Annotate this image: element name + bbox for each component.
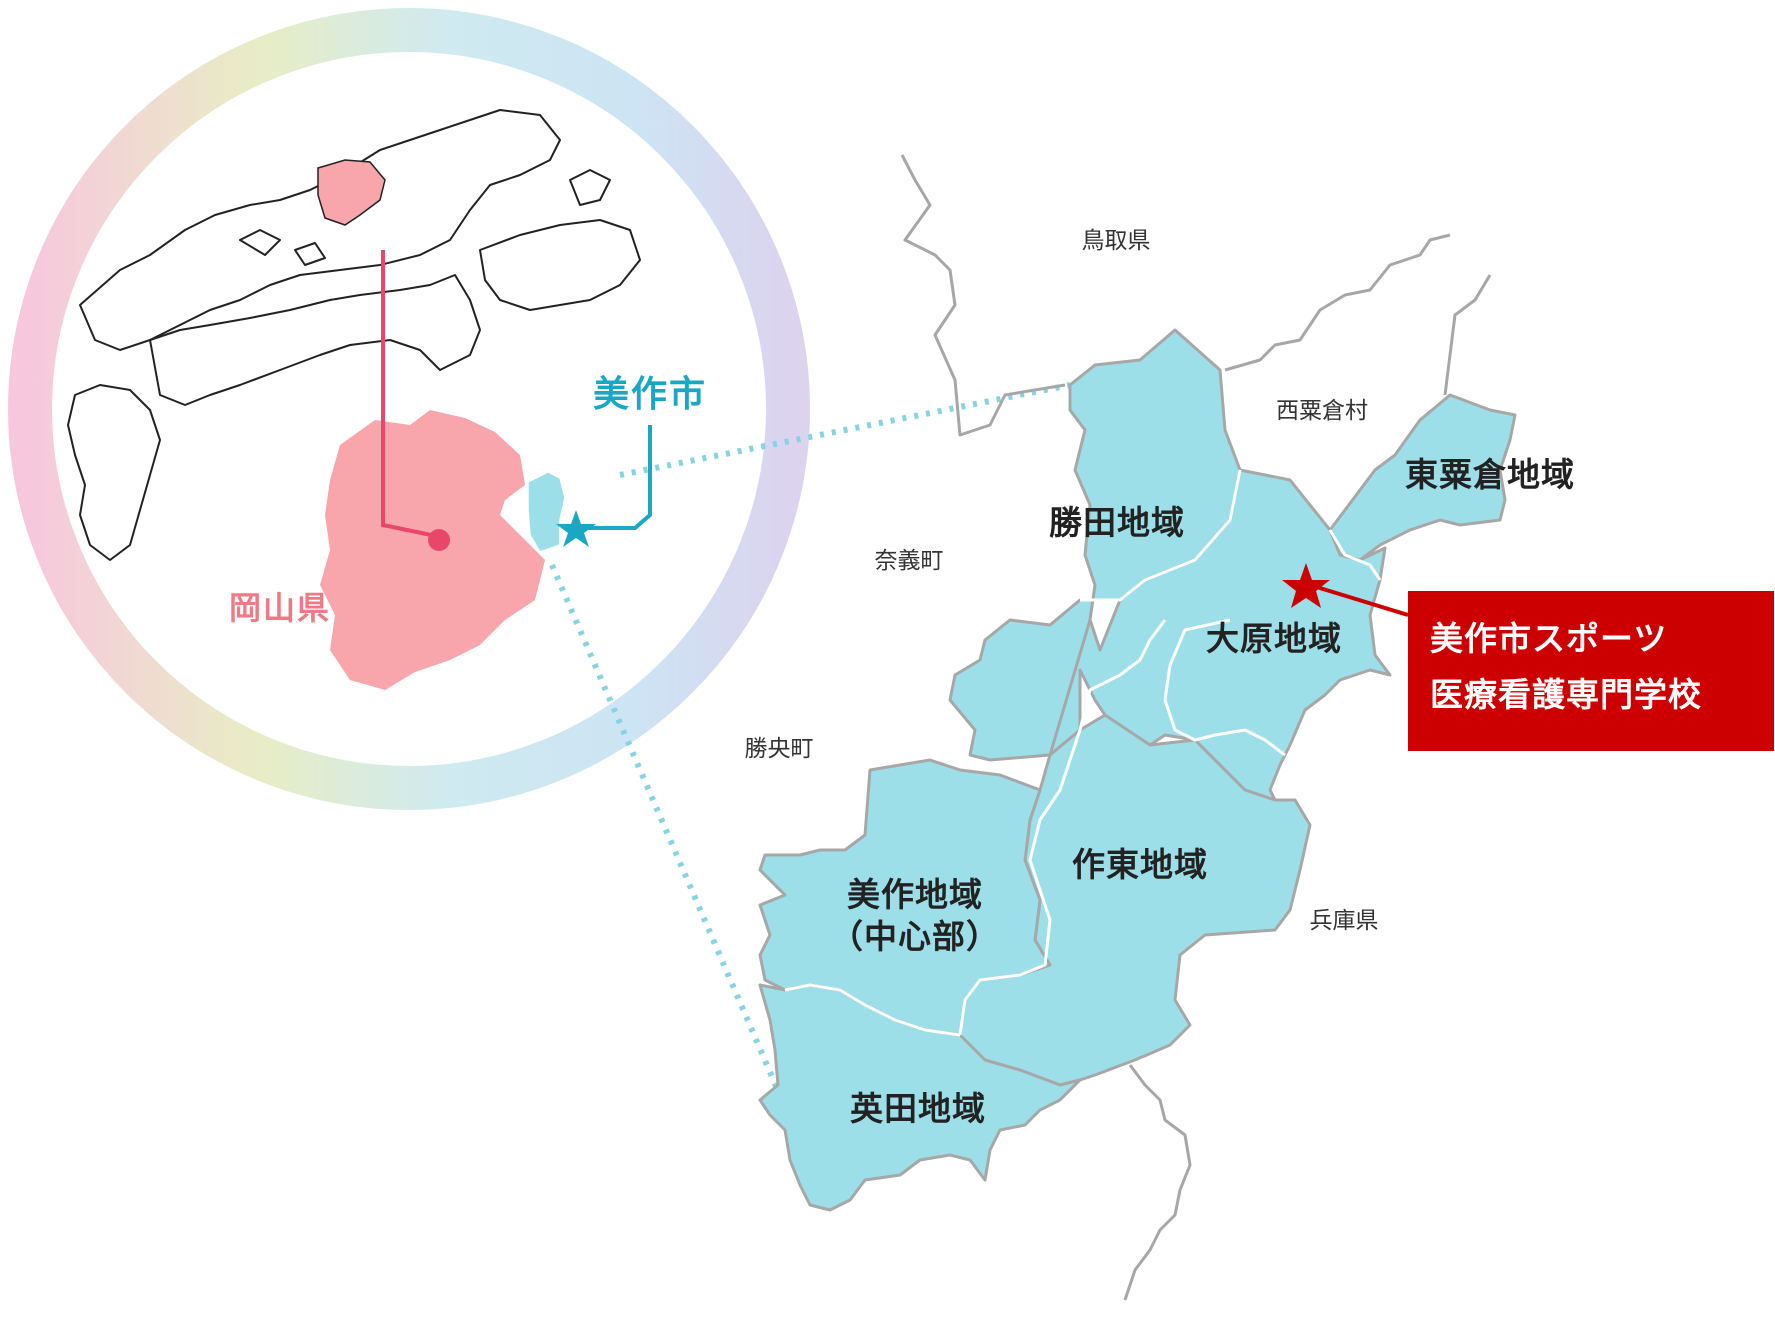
label-mimasaka-line2: （中心部） (830, 917, 1000, 956)
city-star-icon (556, 510, 596, 547)
label-shoo: 勝央町 (744, 736, 814, 762)
mimasaka-districts (758, 328, 1517, 1212)
label-ohara: 大原地域 (1206, 619, 1342, 658)
district-katsuta-shape (948, 328, 1242, 762)
inset-prefecture-label: 岡山県 (228, 589, 332, 627)
label-nagi: 奈義町 (874, 548, 944, 574)
label-sakuto: 作東地域 (1072, 845, 1208, 884)
mimasaka-small-shape (527, 471, 566, 553)
label-mimasaka: 美作地域 （中心部） (830, 874, 1000, 958)
japan-coastline (67, 109, 641, 561)
okayama-small-shape (317, 159, 386, 226)
okayama-large-shape (320, 410, 545, 690)
school-pointer-line (1309, 583, 1409, 617)
city-pointer-line (580, 425, 652, 530)
connector-top (619, 382, 1071, 478)
school-star-icon (1282, 563, 1330, 608)
neighbor-boundaries (900, 154, 1492, 1301)
label-tottori: 鳥取県 (1081, 228, 1151, 254)
label-katsuta: 勝田地域 (1049, 503, 1185, 542)
prefecture-pointer-line (381, 250, 432, 537)
connector-bottom (549, 563, 785, 1102)
prefecture-dot-icon (428, 529, 450, 551)
school-name-line1: 美作市スポーツ (1430, 619, 1668, 658)
inner-boundaries (784, 469, 1382, 1037)
inset-city-label: 美作市 (592, 374, 708, 415)
district-higashiawakura-shape (1328, 393, 1517, 562)
school-callout: 美作市スポーツ 医療看護専門学校 (1408, 591, 1774, 751)
label-higashiawakura: 東粟倉地域 (1405, 455, 1575, 494)
label-mimasaka-line1: 美作地域 (847, 875, 983, 914)
label-aida: 英田地域 (850, 1089, 986, 1128)
label-hyogo: 兵庫県 (1309, 908, 1379, 934)
label-nishiawakura: 西粟倉村 (1276, 398, 1368, 424)
school-name-line2: 医療看護専門学校 (1430, 675, 1702, 714)
